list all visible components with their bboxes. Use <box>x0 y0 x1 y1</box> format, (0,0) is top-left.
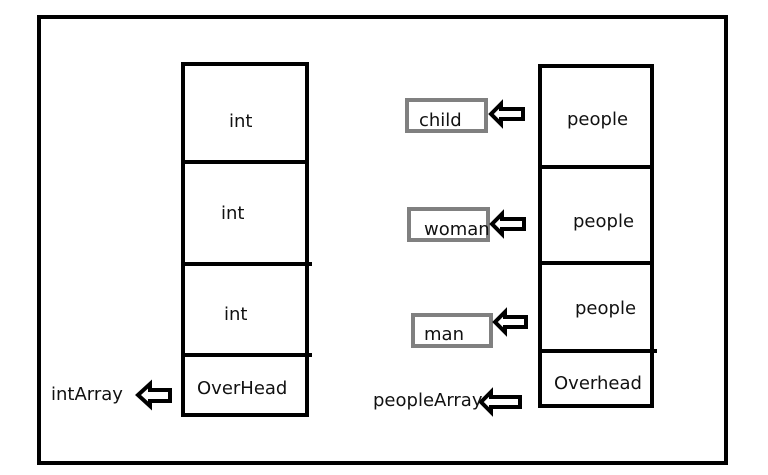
man-label: man <box>424 324 464 345</box>
left-arrow-icon <box>135 379 172 411</box>
woman-label: woman <box>424 219 490 240</box>
people-cell-label: people <box>567 109 629 130</box>
people-array-stack <box>538 64 657 408</box>
int-array-stack <box>181 62 312 417</box>
people-array-label: peopleArray <box>373 390 483 411</box>
left-arrow-icon <box>488 99 525 129</box>
man-box <box>411 313 493 348</box>
int-array-label: intArray <box>51 384 123 405</box>
int-array-outline <box>181 62 309 417</box>
left-arrow-icon <box>478 387 522 417</box>
int-overhead-label: OverHead <box>197 378 288 399</box>
people-array-outline <box>538 64 654 408</box>
int-cell-label: int <box>224 304 248 325</box>
child-label: child <box>419 110 462 131</box>
woman-box <box>407 207 490 242</box>
diagram-frame <box>37 15 728 465</box>
left-arrow-icon <box>489 209 526 239</box>
int-cell-label: int <box>221 203 245 224</box>
left-arrow-icon <box>492 307 528 337</box>
child-box <box>405 98 488 133</box>
object-boxes <box>405 98 493 348</box>
people-overhead-label: Overhead <box>554 373 642 394</box>
int-cell-label: int <box>229 111 253 132</box>
people-cell-label: people <box>575 298 637 319</box>
people-cell-label: people <box>573 211 635 232</box>
